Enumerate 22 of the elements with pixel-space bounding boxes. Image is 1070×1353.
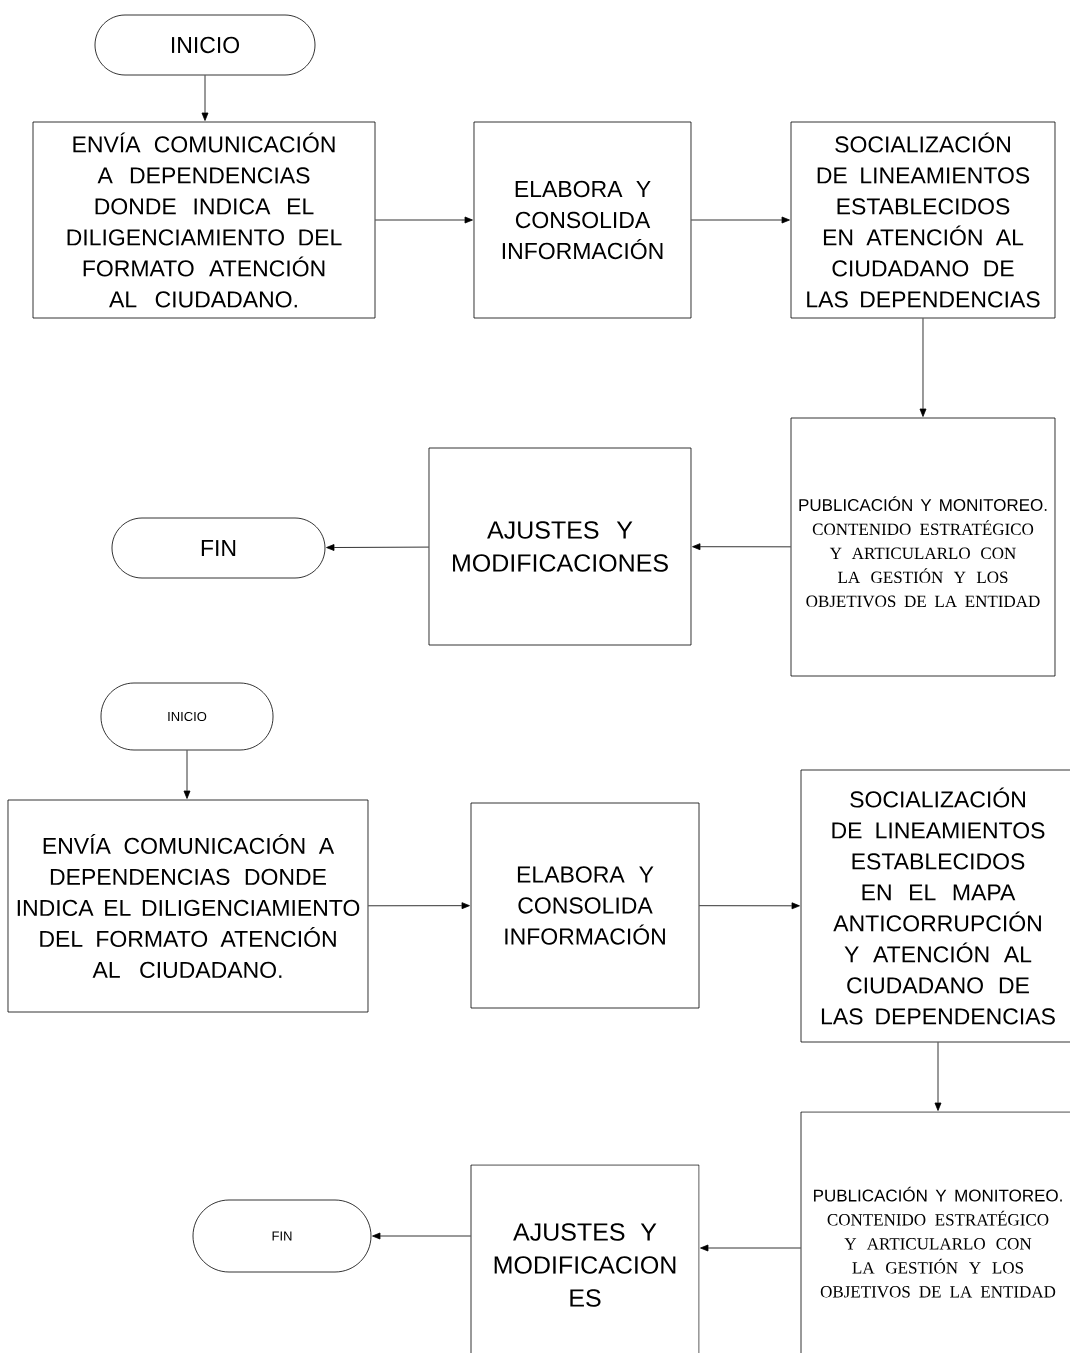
arrow (700, 1244, 801, 1252)
arrow (183, 750, 191, 799)
arrow (919, 318, 927, 417)
arrow (691, 216, 790, 224)
process-box: ENVÍA COMUNICACIÓN A DEPENDENCIAS DONDE INDICA EL DILIGENCIAMIENTO DEL FORMATO ATENCIÓN AL CIUDADANO. (7, 799, 369, 1013)
process-box: SOCIALIZACIÓN DE LINEAMIENTOS ESTABLECIDOS EN EL MAPA ANTICORRUPCIÓN Y ATENCIÓN AL CIUDADANO DE LAS DEPENDENCIAS (800, 769, 1070, 1043)
process-box: ELABORA Y CONSOLIDA INFORMACIÓN (473, 121, 692, 319)
process-box: SOCIALIZACIÓN DE LINEAMIENTOS ESTABLECIDOS EN ATENCIÓN AL CIUDADANO DE LAS DEPENDENCIAS (790, 121, 1056, 319)
arrow (326, 544, 429, 551)
process-box: PUBLICACIÓN Y MONITOREO. CONTENIDO ESTRATÉGICO Y ARTICULARLO CON LA GESTIÓN Y LOS OBJETIVOS DE LA ENTIDAD (800, 1111, 1070, 1353)
arrow (699, 902, 800, 910)
arrow (368, 902, 470, 910)
arrow (934, 1042, 942, 1111)
process-box: ENVÍA COMUNICACIÓN A DEPENDENCIAS DONDE INDICA EL DILIGENCIAMIENTO DEL FORMATO ATENCIÓN AL CIUDADANO. (32, 121, 376, 319)
arrow (201, 75, 209, 121)
process-box: PUBLICACIÓN Y MONITOREO. CONTENIDO ESTRATÉGICO Y ARTICULARLO CON LA GESTIÓN Y LOS OBJETIVOS DE LA ENTIDAD (790, 417, 1056, 677)
process-box: ELABORA Y CONSOLIDA INFORMACIÓN (470, 802, 700, 1009)
arrow (372, 1232, 471, 1240)
process-box: AJUSTES Y MODIFICACIONES (428, 447, 692, 646)
process-box: AJUSTES Y MODIFICACION ES (470, 1164, 700, 1353)
arrow (692, 543, 791, 551)
arrow (375, 216, 473, 224)
